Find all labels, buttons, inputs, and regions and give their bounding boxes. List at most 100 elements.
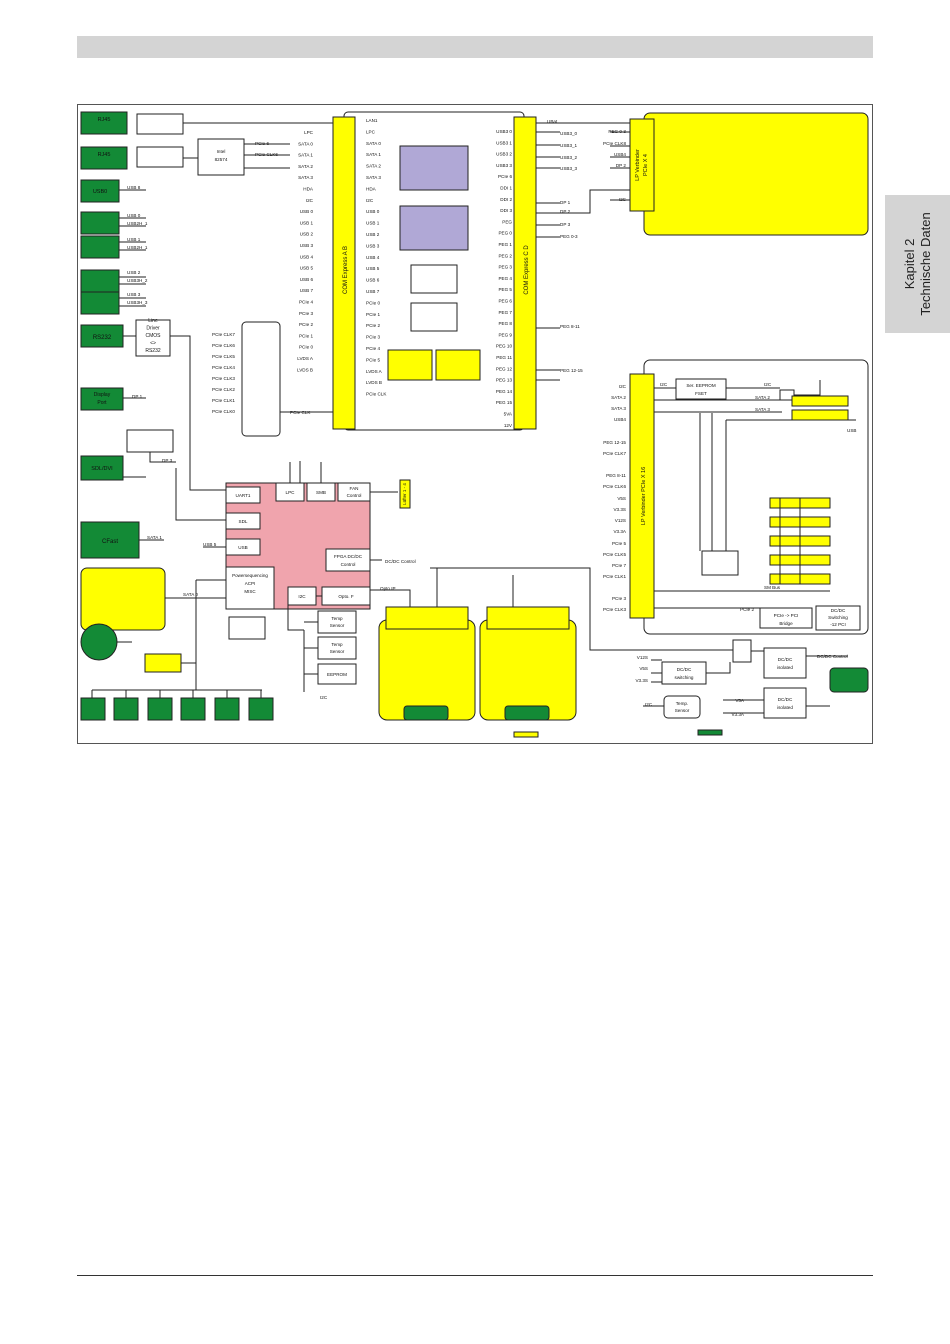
v33a-label: V3.3A — [731, 712, 744, 717]
power-label: MISC — [244, 589, 256, 594]
dcdc-switching-label: DC/DC — [677, 667, 692, 672]
left-signal: USB 3 — [300, 243, 314, 248]
left-signal: PCIe 4 — [299, 300, 313, 305]
com-cd-pin: PEG 6 — [498, 299, 512, 304]
com-ab-pin: LPC — [366, 129, 376, 134]
com-ab-pin: PCIe 0 — [366, 300, 380, 305]
lp-x4-label: LP Verbinder — [635, 149, 641, 181]
pcie6-label: PCIe 6 — [255, 141, 269, 146]
com-cd-out: USB3_0 — [560, 131, 578, 136]
v33s-label: V3.3S — [635, 678, 648, 683]
dcdc-control-label: DC/DC Control — [385, 559, 416, 564]
sata-label: SATA 2 — [755, 395, 770, 400]
com-cd-pin: PEG 10 — [496, 344, 513, 349]
usb-label: USB — [238, 545, 247, 550]
usb-label: USB 0 — [127, 213, 141, 218]
pcie-clk-label: PCIe CLK2 — [212, 387, 235, 392]
chapter-tab[interactable]: Kapitel 2 Technische Daten — [885, 195, 950, 333]
usb-label: USB 5 — [203, 542, 217, 547]
line-driver-label: RS232 — [145, 348, 161, 354]
com-ab-pin: PCIe 1 — [366, 312, 380, 317]
left-signal: USB 7 — [300, 288, 314, 293]
com-cd-pin: PEG 13 — [496, 378, 513, 383]
left-signal: SATA 2 — [298, 164, 313, 169]
left-signal: USB 1 — [300, 220, 314, 225]
lpc-label: LPC — [286, 490, 296, 495]
left-signal: SATA 0 — [298, 141, 313, 146]
x4-pin: PEG 0-3 — [608, 129, 626, 134]
com-cd-pin: PEG 12 — [496, 366, 513, 371]
block-diagram-frame — [77, 104, 873, 744]
com-cd-pin: PEG — [502, 219, 512, 224]
com-cd-out: PEG 8-11 — [560, 324, 580, 329]
temp3-label: Sensor — [675, 708, 690, 713]
com-cd-out: DP 3 — [560, 222, 571, 227]
x16-pin: V5S — [617, 496, 626, 501]
x16-pin: PCIe CLK6 — [603, 484, 626, 489]
dcdc-sw-label: Switching — [828, 615, 848, 620]
com-cd-pin: PEG 7 — [498, 310, 512, 315]
left-signal: USB 6 — [300, 277, 314, 282]
left-signal: SATA 1 — [298, 153, 313, 158]
opto-label: Opto. F — [338, 594, 354, 599]
x4-pin: I2C — [619, 197, 627, 202]
pcie2-label: PCIe 2 — [740, 607, 754, 612]
com-cd-pin: PEG 0 — [498, 231, 512, 236]
eeprom-label: EEPROM — [327, 672, 347, 677]
x16-pin: PCIe 5 — [612, 541, 626, 546]
rj45-connector-1: RJ45 — [98, 117, 111, 123]
power-label: Powersequencing — [232, 573, 268, 578]
com-ab-pin: USB 7 — [366, 289, 380, 294]
pcie-clk-main: PCIe CLK — [290, 410, 311, 415]
temp-sensor-label: Temp — [331, 616, 343, 621]
sata-label: SATA 0 — [183, 592, 198, 597]
left-signal: PCIe 2 — [299, 322, 313, 327]
x16-pin: PCIe CLK3 — [603, 607, 626, 612]
x4-pin: USB4 — [614, 152, 626, 157]
left-signal: USB 4 — [300, 254, 314, 259]
x16-pin: PCIe CLK5 — [603, 552, 626, 557]
fan-label: Control — [347, 493, 362, 498]
com-ab-pin: USB 3 — [366, 243, 380, 248]
ser-eeprom-label: Ser. EEPROM — [686, 383, 716, 388]
com-cd-out: DP 1 — [560, 200, 571, 205]
usb-label: USB2H_1 — [127, 245, 148, 250]
x16-pin: PCIe 3 — [612, 596, 626, 601]
com-express-cd-title: COM Express C D — [524, 245, 530, 295]
left-signal: USB 5 — [300, 266, 314, 271]
com-cd-pin: 5VA — [504, 412, 513, 417]
left-signal: LPC — [304, 130, 314, 135]
x16-pin: PCIe CLK1 — [603, 574, 626, 579]
dcdc-sw-label: -12 PCI — [830, 622, 846, 627]
sdl-dvi-connector: SDL/DVI — [91, 466, 113, 472]
com-ab-pin: LAN1 — [366, 118, 378, 123]
usb-label: USB 1 — [127, 237, 141, 242]
com-ab-pin: USB 5 — [366, 266, 380, 271]
left-signal: I2C — [306, 198, 314, 203]
com-ab-pin: USB 0 — [366, 209, 380, 214]
line-driver-label: Line — [148, 318, 158, 324]
rs232-connector: RS232 — [93, 335, 112, 341]
com-cd-pin: DDI 1 — [500, 186, 512, 191]
pcie-clk-label: PCIe CLK0 — [212, 409, 235, 414]
com-ab-pin: PCIe 5 — [366, 357, 380, 362]
com-cd-out: USB3_2 — [560, 155, 578, 160]
pcie-clk-label: PCIe CLK3 — [212, 376, 235, 381]
dcdc-control-label: DC/DC Control — [817, 654, 848, 659]
com-ab-pin: SATA 1 — [366, 152, 381, 157]
com-ab-pin: USB 2 — [366, 232, 380, 237]
usb-label: USB 3 — [127, 292, 141, 297]
left-signal: PCIe 3 — [299, 311, 313, 316]
dp3-label: DP 3 — [162, 458, 173, 463]
usb-label: USB3H_2 — [127, 278, 148, 283]
com-cd-pin: PEG 8 — [498, 321, 512, 326]
smb-label: SMB — [316, 490, 326, 495]
temp-sensor-label: Sensor — [330, 649, 345, 654]
com-ab-pin: USB 6 — [366, 278, 380, 283]
displayport-connector: Port — [97, 400, 107, 406]
temp3-label: Temp. — [676, 701, 689, 706]
com-cd-out: PEG 0-3 — [560, 234, 578, 239]
com-ab-pin: USB 4 — [366, 255, 380, 260]
sata-label: SATA 1 — [147, 535, 162, 540]
intel-label: 82574 — [215, 157, 228, 162]
